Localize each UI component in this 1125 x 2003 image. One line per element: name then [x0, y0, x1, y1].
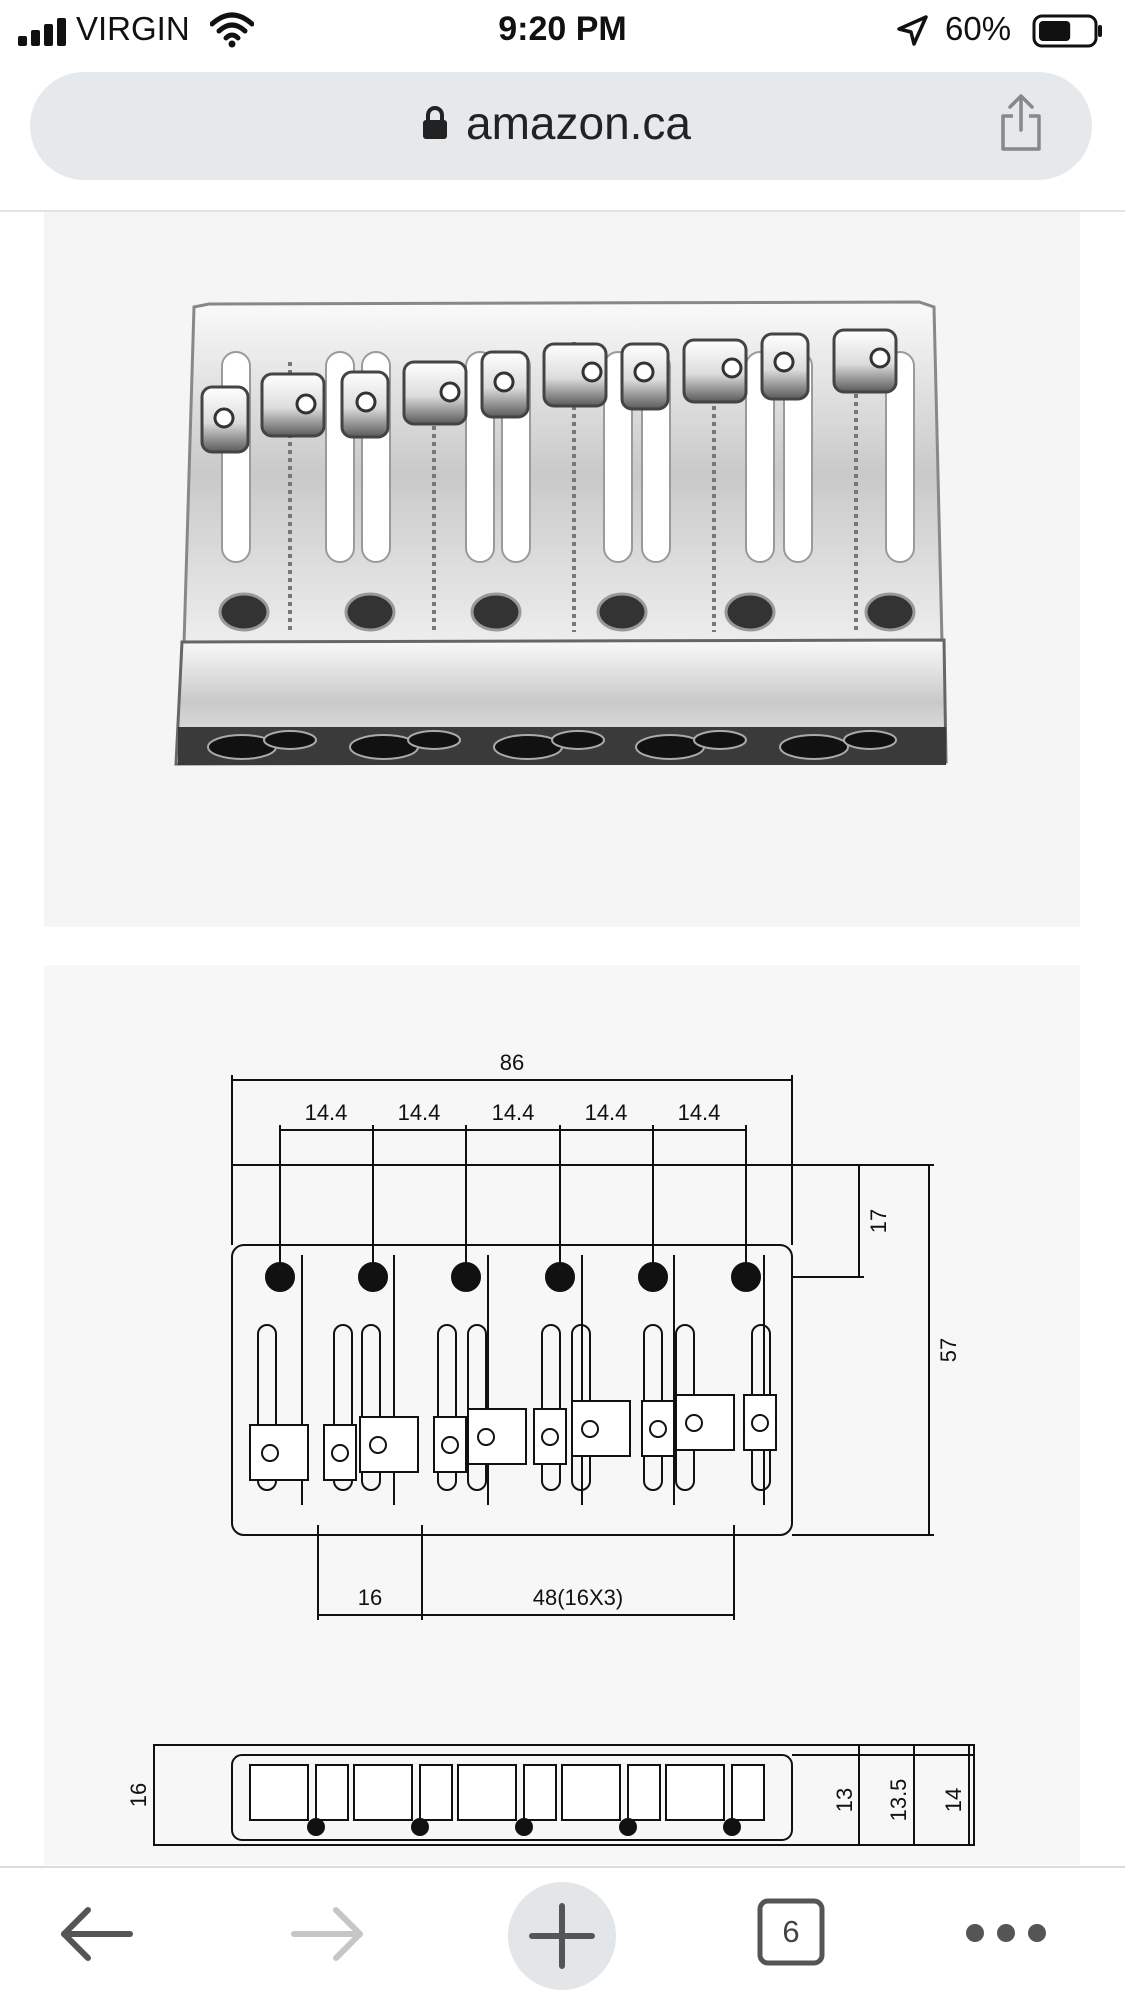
tabs-icon[interactable]: 6 [757, 1898, 825, 1966]
browser-toolbar: 6 [0, 1866, 1125, 2003]
wifi-icon [210, 12, 254, 48]
clock: 9:20 PM [498, 10, 627, 48]
dim-side-height-left: 16 [126, 1783, 151, 1807]
product-image-dimensions[interactable]: 86 14.4 14.4 14.4 14.4 14.4 17 57 16 48(… [44, 965, 1080, 1865]
signal-icon [18, 18, 66, 46]
tab-count: 6 [782, 1914, 800, 1949]
dim-mount-first: 16 [358, 1585, 382, 1610]
dim-side-height-1: 13 [832, 1788, 857, 1812]
dimension-drawing: 86 14.4 14.4 14.4 14.4 14.4 17 57 16 48(… [126, 1050, 975, 1846]
header-divider [0, 210, 1125, 212]
dim-overall-width: 86 [500, 1050, 524, 1075]
dim-spacing-1: 14.4 [305, 1100, 348, 1125]
dim-spacing-3: 14.4 [492, 1100, 535, 1125]
location-arrow-icon [897, 15, 928, 46]
bass-bridge-illustration [174, 300, 948, 766]
dim-side-height-3: 14 [941, 1788, 966, 1812]
product-image-bridge[interactable] [44, 212, 1080, 927]
url-text[interactable]: amazon.ca [466, 97, 692, 149]
battery-percent: 60% [945, 10, 1012, 47]
forward-arrow-icon[interactable] [290, 1904, 366, 1964]
status-bar: VIRGIN 9:20 PM 60% [0, 0, 1125, 62]
share-icon[interactable] [998, 94, 1044, 152]
lock-icon [423, 106, 447, 139]
dim-spacing-2: 14.4 [398, 1100, 441, 1125]
back-arrow-icon[interactable] [58, 1904, 134, 1964]
address-bar[interactable]: amazon.ca [30, 72, 1092, 180]
dim-depth-overall: 57 [936, 1338, 961, 1362]
dim-depth-small: 17 [866, 1209, 891, 1233]
more-icon[interactable] [963, 1920, 1049, 1946]
plus-icon[interactable] [508, 1882, 616, 1990]
dim-spacing-5: 14.4 [678, 1100, 721, 1125]
battery-icon [1032, 14, 1102, 48]
carrier-name: VIRGIN [76, 10, 190, 47]
dim-spacing-4: 14.4 [585, 1100, 628, 1125]
dim-side-height-2: 13.5 [886, 1779, 911, 1822]
dim-mount-rest: 48(16X3) [533, 1585, 624, 1610]
